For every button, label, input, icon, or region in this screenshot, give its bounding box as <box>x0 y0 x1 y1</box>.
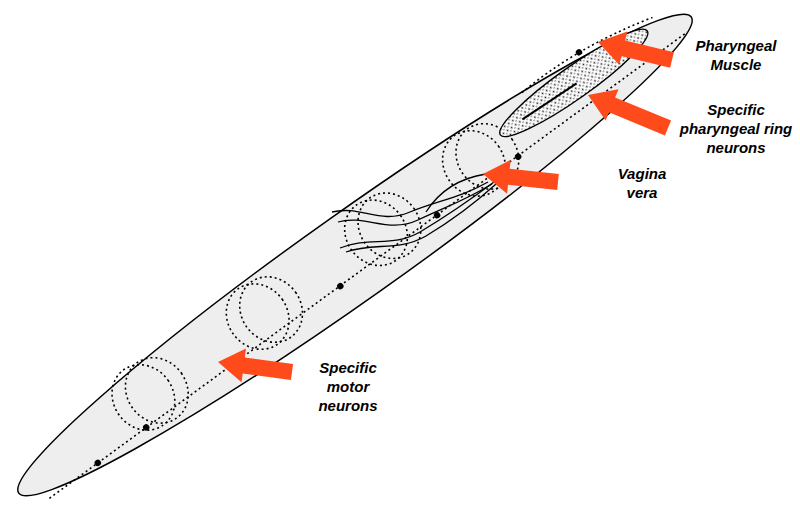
vagina-vera-structure <box>332 174 496 252</box>
label-box: Pharyngeal Muscle <box>676 36 796 74</box>
structure-label: Pharyngeal Muscle <box>676 36 796 74</box>
label-box: Vagina vera <box>608 164 676 202</box>
structure-label: Specific motor neurons <box>296 358 400 415</box>
pointer-arrow <box>588 89 671 135</box>
pointer-arrows <box>218 32 674 383</box>
label-box: Specific motor neurons <box>296 358 400 415</box>
gonad-outlines <box>99 110 531 445</box>
pharynx <box>491 18 656 148</box>
pointer-arrow <box>598 32 674 68</box>
nerve-cord <box>42 32 694 498</box>
label-box: Specific pharyngeal ring neurons <box>676 100 796 157</box>
worm-body <box>0 0 717 508</box>
pointer-arrow <box>483 160 559 194</box>
pointer-arrow <box>218 349 293 383</box>
structure-label: Specific pharyngeal ring neurons <box>676 100 796 157</box>
pharynx-lumen <box>522 82 576 121</box>
structure-label: Vagina vera <box>608 164 676 202</box>
